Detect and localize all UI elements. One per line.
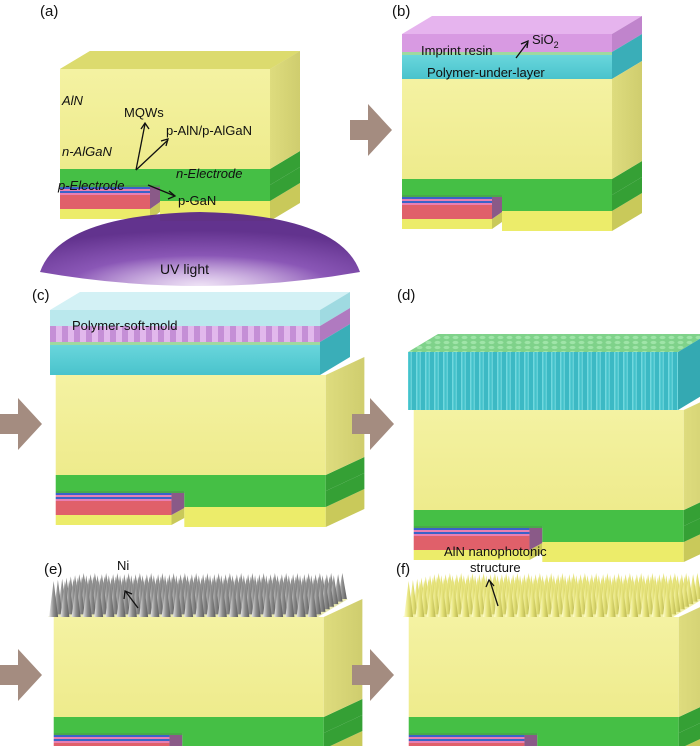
nano-cone xyxy=(640,581,650,617)
nano-cone xyxy=(94,581,104,617)
nano-cone xyxy=(82,581,92,617)
panel-c-tag: (c) xyxy=(32,287,50,304)
aln-nanophotonic-label: AlN nanophotonic xyxy=(444,544,547,559)
ni-spike-array xyxy=(48,573,348,617)
p-electrode-label: p-Electrode xyxy=(57,178,124,193)
aln-label: AlN xyxy=(61,93,84,108)
nano-cone xyxy=(561,581,571,617)
panel-a: (a) AlN MQWs p-AlN/p-AlGaN n-AlGaN p-Ele… xyxy=(40,3,300,221)
annotation-arrows-a xyxy=(135,121,177,200)
mqws-label: MQWs xyxy=(124,105,164,120)
nano-cone xyxy=(595,581,605,617)
nano-cone xyxy=(572,581,582,617)
nano-cone xyxy=(404,581,414,617)
nano-cone xyxy=(539,581,549,617)
nano-cone xyxy=(662,581,672,617)
nano-cone xyxy=(206,581,216,617)
panel-a-tag: (a) xyxy=(40,3,58,20)
nano-cone xyxy=(471,581,481,617)
panel-f: (f) AlN nanophotonic structure xyxy=(396,544,700,746)
process-arrows xyxy=(0,104,394,701)
nano-cone xyxy=(437,581,447,617)
ni-label: Ni xyxy=(117,558,129,573)
uv-light-label: UV light xyxy=(160,261,209,277)
arrow-e-to-f xyxy=(352,649,394,701)
nano-cone xyxy=(505,581,515,617)
panel-c: UV light (c) Polymer-soft-mold xyxy=(32,212,365,527)
nano-cone xyxy=(127,581,137,617)
nano-cone xyxy=(251,581,261,617)
panel-d-tag: (d) xyxy=(397,287,415,304)
nano-cone xyxy=(449,581,459,617)
panel-d: (d) xyxy=(397,287,700,562)
nano-cone xyxy=(584,581,594,617)
nano-cone xyxy=(415,581,425,617)
nano-cone xyxy=(307,581,317,617)
panel-b-tag: (b) xyxy=(392,3,410,20)
nano-cone xyxy=(516,581,526,617)
nano-cone xyxy=(240,581,250,617)
p-gan-label: p-GaN xyxy=(178,193,216,208)
p-aln-algan-label: p-AlN/p-AlGaN xyxy=(166,123,252,138)
nano-cone xyxy=(161,581,171,617)
nano-cone xyxy=(550,581,560,617)
arrow-d-to-e xyxy=(0,649,42,701)
sio2-label: SiO2 xyxy=(532,32,559,50)
nano-cone xyxy=(482,581,492,617)
nano-cone xyxy=(150,581,160,617)
nano-cone xyxy=(105,581,115,617)
aln-structure-arrow xyxy=(485,578,499,607)
nano-cone xyxy=(274,581,284,617)
nano-cone xyxy=(426,581,436,617)
nano-cone xyxy=(195,581,205,617)
nano-cone xyxy=(217,581,227,617)
nano-cone xyxy=(60,581,70,617)
nano-cone xyxy=(629,581,639,617)
structure-label: structure xyxy=(470,560,521,575)
panel-b: (b) Imprint resin SiO2 Polymer-under-lay… xyxy=(392,3,642,231)
polymer-soft-mold-label: Polymer-soft-mold xyxy=(72,318,177,333)
arrow-c-to-d xyxy=(352,398,394,450)
panel-f-tag: (f) xyxy=(396,561,410,578)
polymer-under-layer-label: Polymer-under-layer xyxy=(427,65,545,80)
nano-cone xyxy=(527,581,537,617)
nano-cone xyxy=(460,581,470,617)
nano-cone xyxy=(172,581,182,617)
nano-cone xyxy=(71,581,81,617)
nano-cone xyxy=(116,581,126,617)
nano-cone xyxy=(229,581,239,617)
ni-arrow xyxy=(123,590,139,609)
nano-cone xyxy=(184,581,194,617)
panel-e-tag: (e) xyxy=(44,561,62,578)
nano-cone xyxy=(262,581,272,617)
n-electrode-label: n-Electrode xyxy=(176,166,242,181)
nano-cone xyxy=(49,581,59,617)
uv-light-beam xyxy=(40,212,360,286)
sio2-arrow xyxy=(515,39,529,59)
aln-spike-array xyxy=(403,573,700,617)
arrow-b-to-c xyxy=(0,398,42,450)
nano-cone xyxy=(285,581,295,617)
nano-cone xyxy=(494,581,504,617)
nano-cone xyxy=(651,581,661,617)
nano-cone xyxy=(296,581,306,617)
arrow-a-to-b xyxy=(350,104,392,156)
imprint-resin-label: Imprint resin xyxy=(421,43,493,58)
panel-e: (e) Ni xyxy=(44,558,363,746)
nano-cone xyxy=(139,581,149,617)
nano-cone xyxy=(617,581,627,617)
n-algan-label: n-AlGaN xyxy=(62,144,112,159)
nano-cone xyxy=(606,581,616,617)
